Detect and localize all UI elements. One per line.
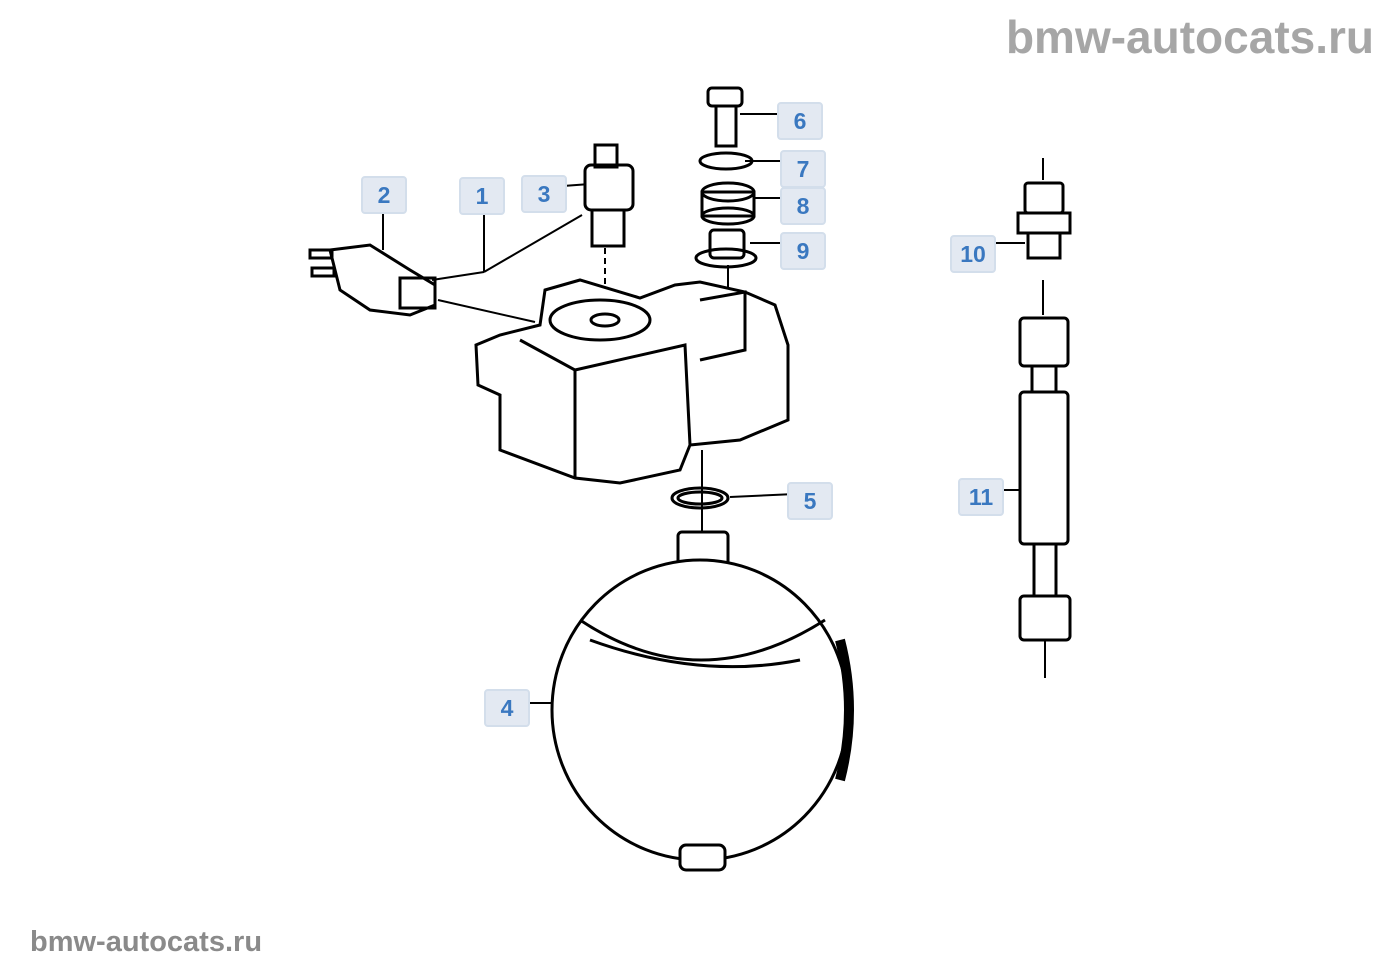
watermark-bottom: bmw-autocats.ru xyxy=(30,926,263,958)
fitting-10 xyxy=(1016,181,1072,260)
callout-6[interactable]: 6 xyxy=(777,102,823,140)
callout-8[interactable]: 8 xyxy=(780,187,826,225)
pressure-switch-3 xyxy=(583,143,635,248)
washer-7 xyxy=(698,151,754,171)
nut-8 xyxy=(700,181,756,226)
valve-body xyxy=(474,278,790,485)
callout-10[interactable]: 10 xyxy=(950,235,996,273)
watermark-top: bmw-autocats.ru xyxy=(1005,11,1374,63)
callout-2[interactable]: 2 xyxy=(361,176,407,214)
callout-7[interactable]: 7 xyxy=(780,150,826,188)
callout-11[interactable]: 11 xyxy=(958,478,1004,516)
callout-4[interactable]: 4 xyxy=(484,689,530,727)
pipe-11 xyxy=(1018,316,1072,642)
o-ring-5 xyxy=(670,486,730,510)
insert-9 xyxy=(694,228,758,269)
callout-9[interactable]: 9 xyxy=(780,232,826,270)
callout-5[interactable]: 5 xyxy=(787,482,833,520)
callout-3[interactable]: 3 xyxy=(521,175,567,213)
pressure-switch-2 xyxy=(308,243,437,317)
banjo-bolt-6 xyxy=(706,86,744,148)
callout-1[interactable]: 1 xyxy=(459,177,505,215)
accumulator-sphere-4 xyxy=(550,530,854,872)
